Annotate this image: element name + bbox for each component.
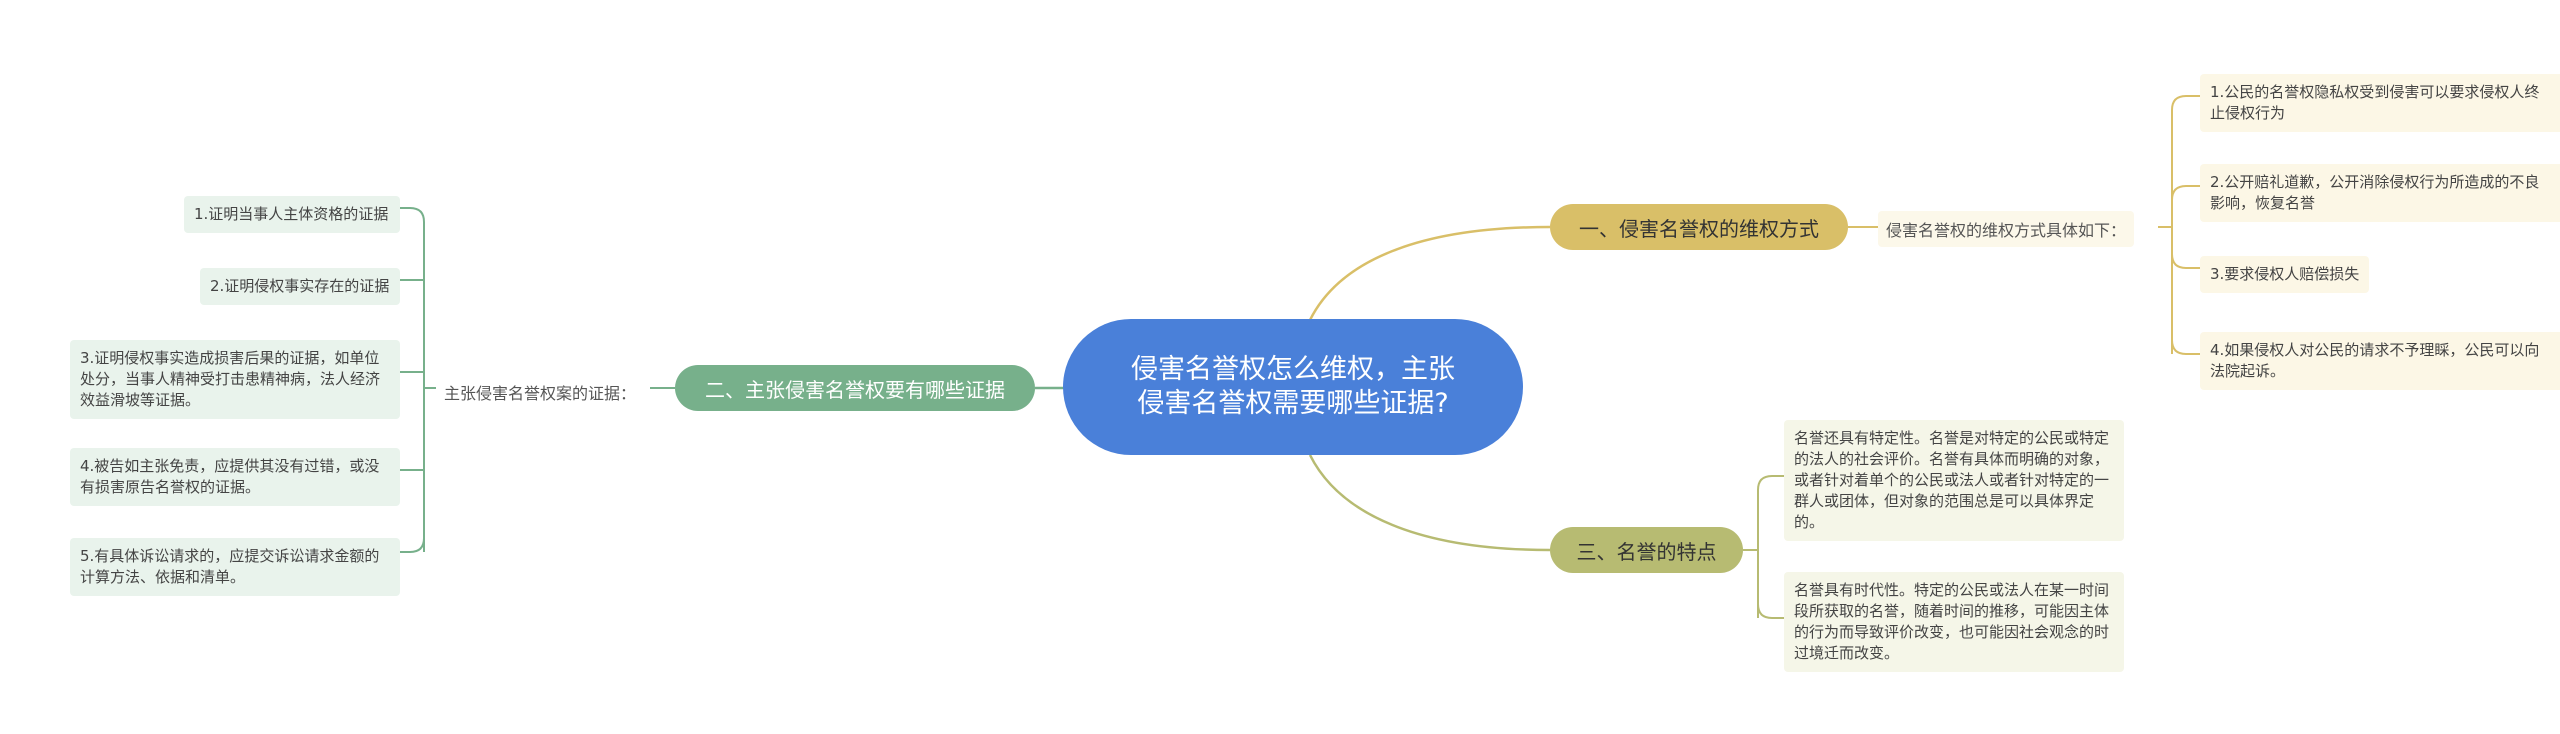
branch-characteristics-title: 三、名誉的特点 [1576,539,1717,564]
leaf-characteristic-1: 名誉还具有特定性。名誉是对特定的公民或特定的法人的社会评价。名誉有具体而明确的对… [1784,420,2124,541]
leaf-evidence-3: 3.证明侵权事实造成损害后果的证据，如单位处分，当事人精神受打击患精神病，法人经… [70,340,400,419]
branch-characteristics[interactable]: 三、名誉的特点 [1550,527,1743,573]
leaf-evidence-2: 2.证明侵权事实存在的证据 [200,268,400,305]
leaf-characteristic-2: 名誉具有时代性。特定的公民或法人在某一时间段所获取的名誉，随着时间的推移，可能因… [1784,572,2124,672]
leaf-remedy-1: 1.公民的名誉权隐私权受到侵害可以要求侵权人终止侵权行为 [2200,74,2560,132]
leaf-evidence-4: 4.被告如主张免责，应提供其没有过错，或没有损害原告名誉权的证据。 [70,448,400,506]
bracket-branch2 [400,207,436,553]
bracket-branch3 [1743,475,1784,619]
bracket-branch1 [2158,95,2200,355]
branch-remedies[interactable]: 一、侵害名誉权的维权方式 [1550,204,1848,250]
branch-evidence-label: 主张侵害名誉权案的证据： [436,374,645,410]
leaf-remedy-2: 2.公开赔礼道歉，公开消除侵权行为所造成的不良影响，恢复名誉 [2200,164,2560,222]
branch-evidence-title: 二、主张侵害名誉权要有哪些证据 [705,377,1005,402]
leaf-evidence-5: 5.有具体诉讼请求的，应提交诉讼请求金额的计算方法、依据和清单。 [70,538,400,596]
root-topic-text: 侵害名誉权怎么维权，主张侵害名誉权需要哪些证据? [1131,354,1455,419]
leaf-remedy-4: 4.如果侵权人对公民的请求不予理睬，公民可以向法院起诉。 [2200,332,2560,390]
link-root-branch1 [1308,225,1551,321]
leaf-evidence-1: 1.证明当事人主体资格的证据 [184,196,400,233]
branch-remedies-title: 一、侵害名誉权的维权方式 [1579,216,1819,241]
branch-remedies-label: 侵害名誉权的维权方式具体如下： [1878,211,2135,247]
leaf-remedy-3: 3.要求侵权人赔偿损失 [2200,256,2370,293]
link-root-branch3 [1308,454,1551,552]
branch-evidence[interactable]: 二、主张侵害名誉权要有哪些证据 [675,365,1035,411]
root-topic[interactable]: 侵害名誉权怎么维权，主张侵害名誉权需要哪些证据? [1063,319,1523,455]
